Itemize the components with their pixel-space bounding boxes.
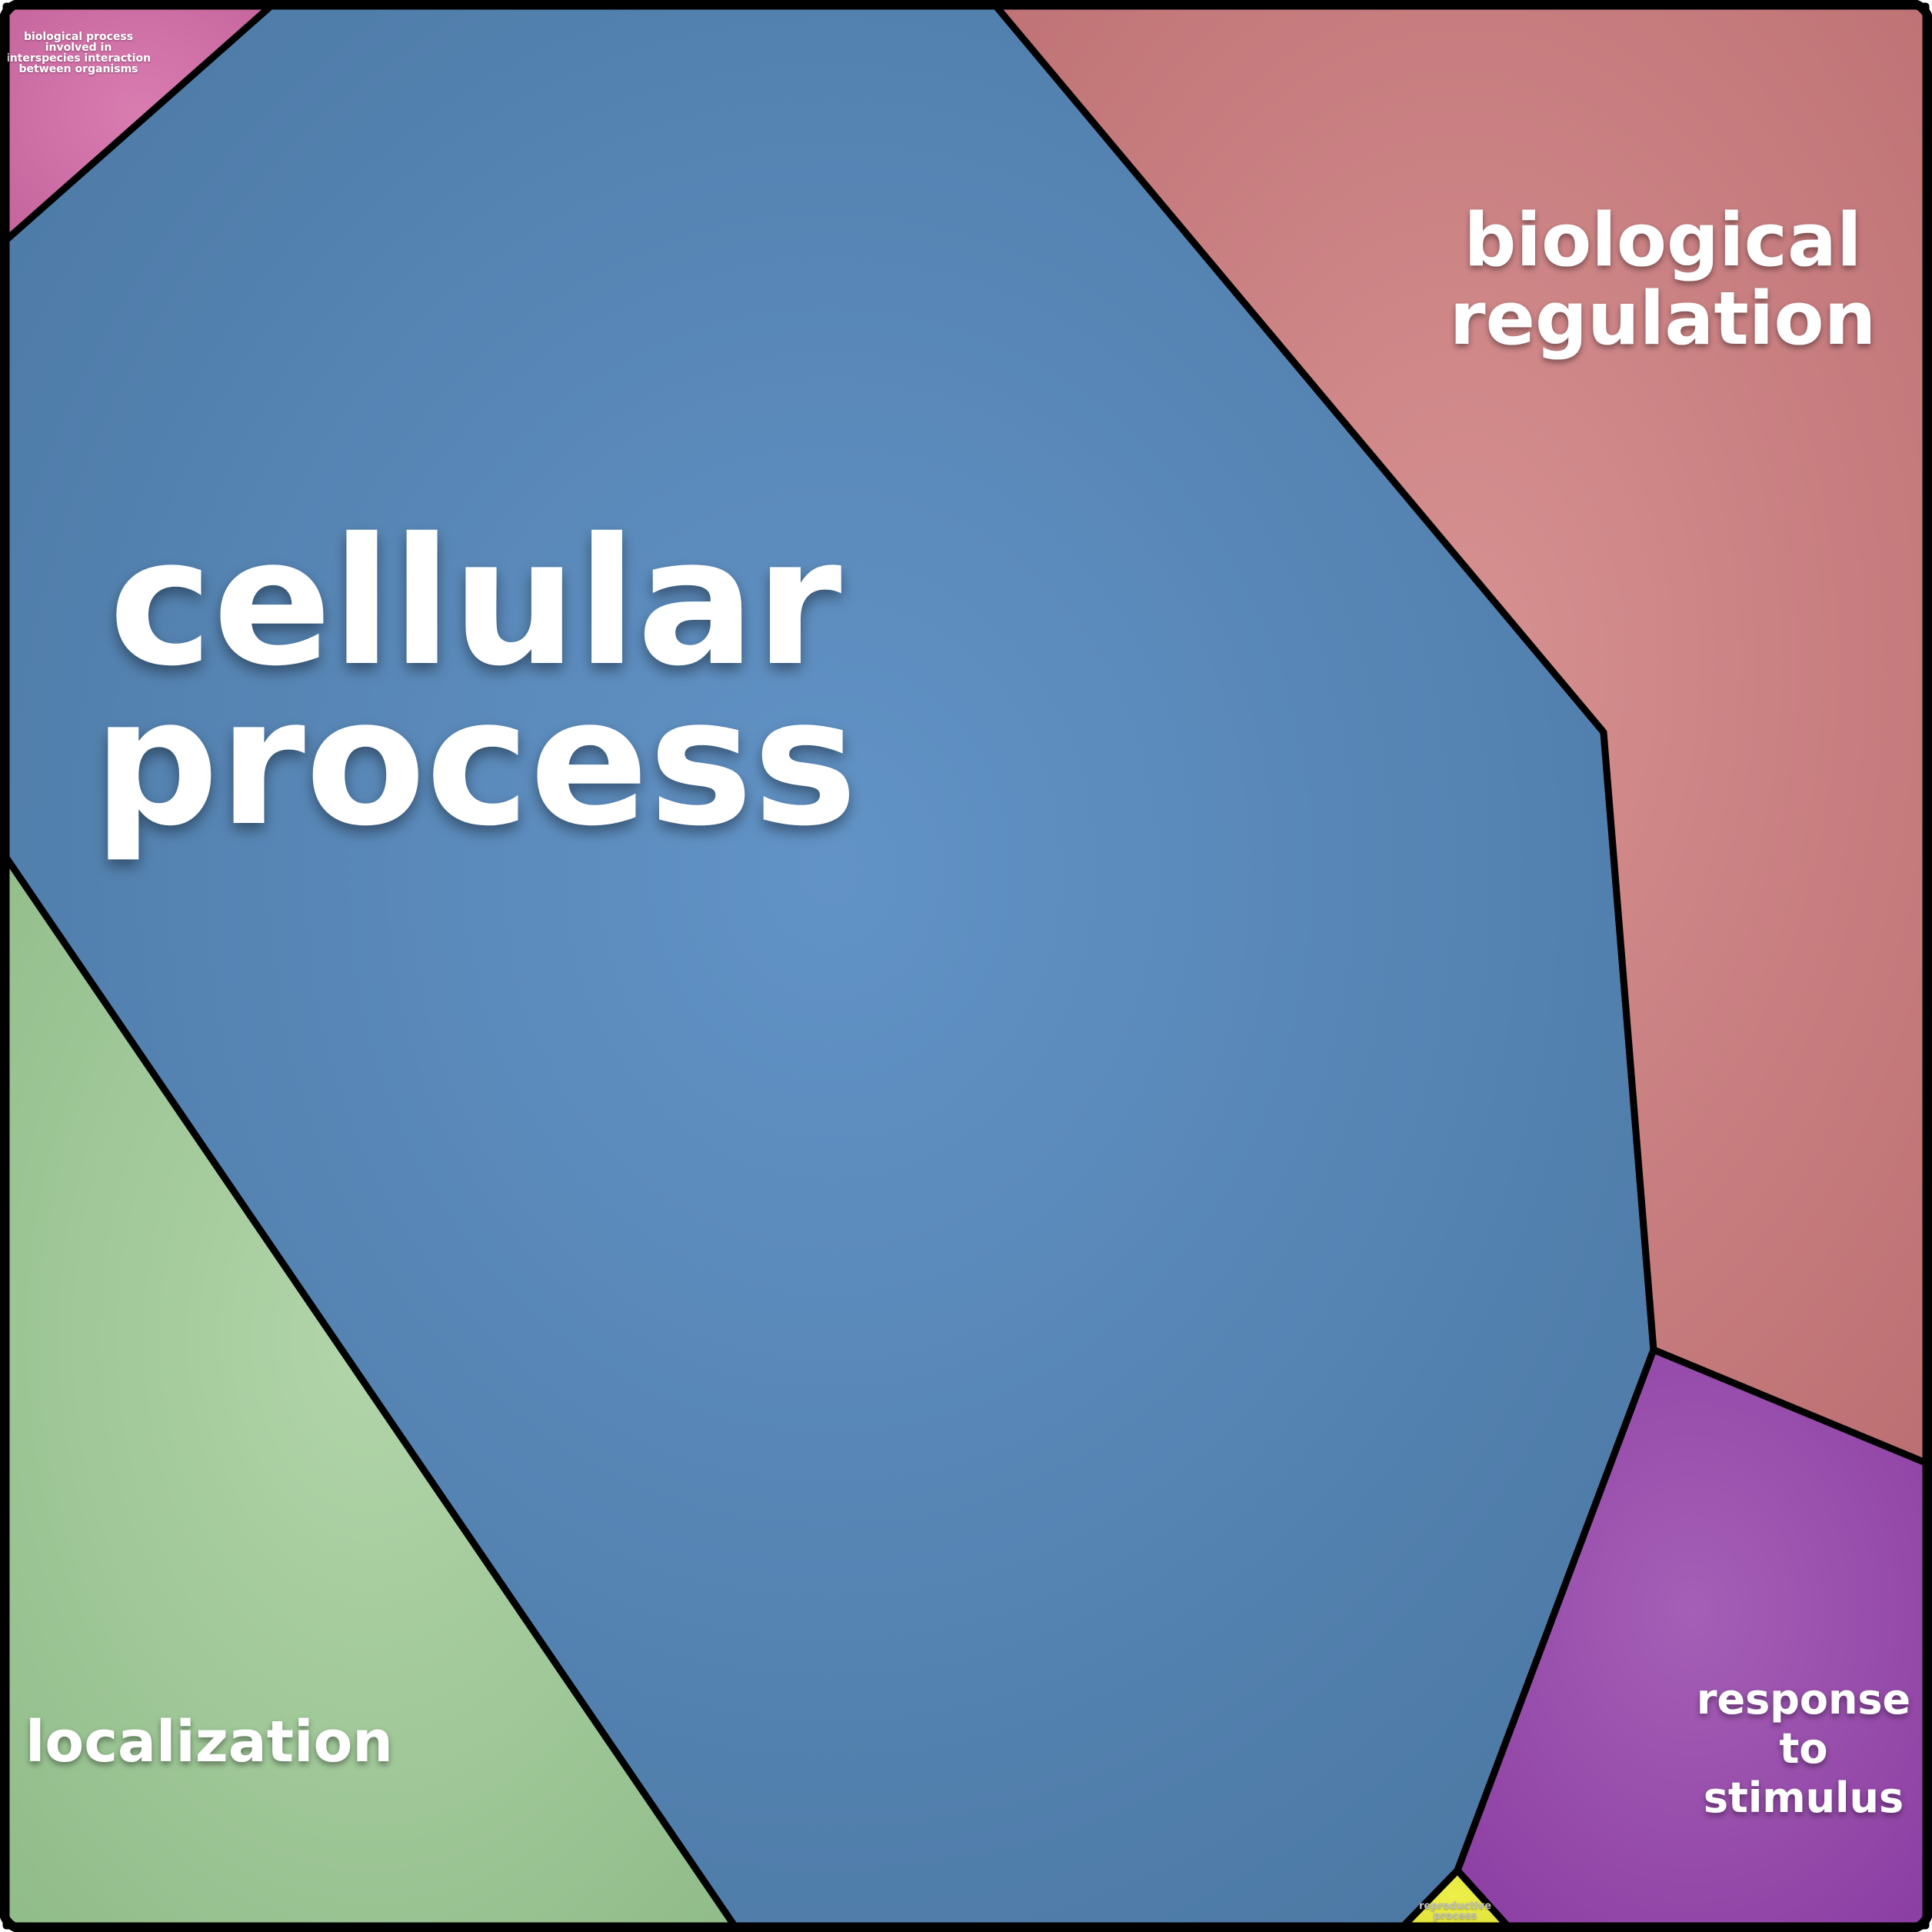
cell-label-localization: localization (25, 1709, 393, 1775)
cell-label-line: localization (25, 1709, 393, 1775)
cell-label-line: biological process (24, 31, 133, 43)
cell-label-line: involved in (45, 42, 112, 54)
cell-label-line: process (93, 660, 858, 864)
cell-label-line: process (1434, 1910, 1477, 1922)
cell-label-line: interspecies interaction (6, 52, 151, 65)
cell-label-line: stimulus (1704, 1774, 1904, 1822)
cell-label-line: to (1780, 1724, 1828, 1773)
cell-label-line: response (1697, 1675, 1910, 1724)
cell-label-line: biological (1464, 198, 1861, 283)
cell-label-line: regulation (1450, 277, 1876, 361)
cell-label-line: cellular (109, 500, 842, 705)
cell-label-line: reproductive (1419, 1900, 1491, 1912)
cell-label-line: between organisms (19, 63, 138, 75)
